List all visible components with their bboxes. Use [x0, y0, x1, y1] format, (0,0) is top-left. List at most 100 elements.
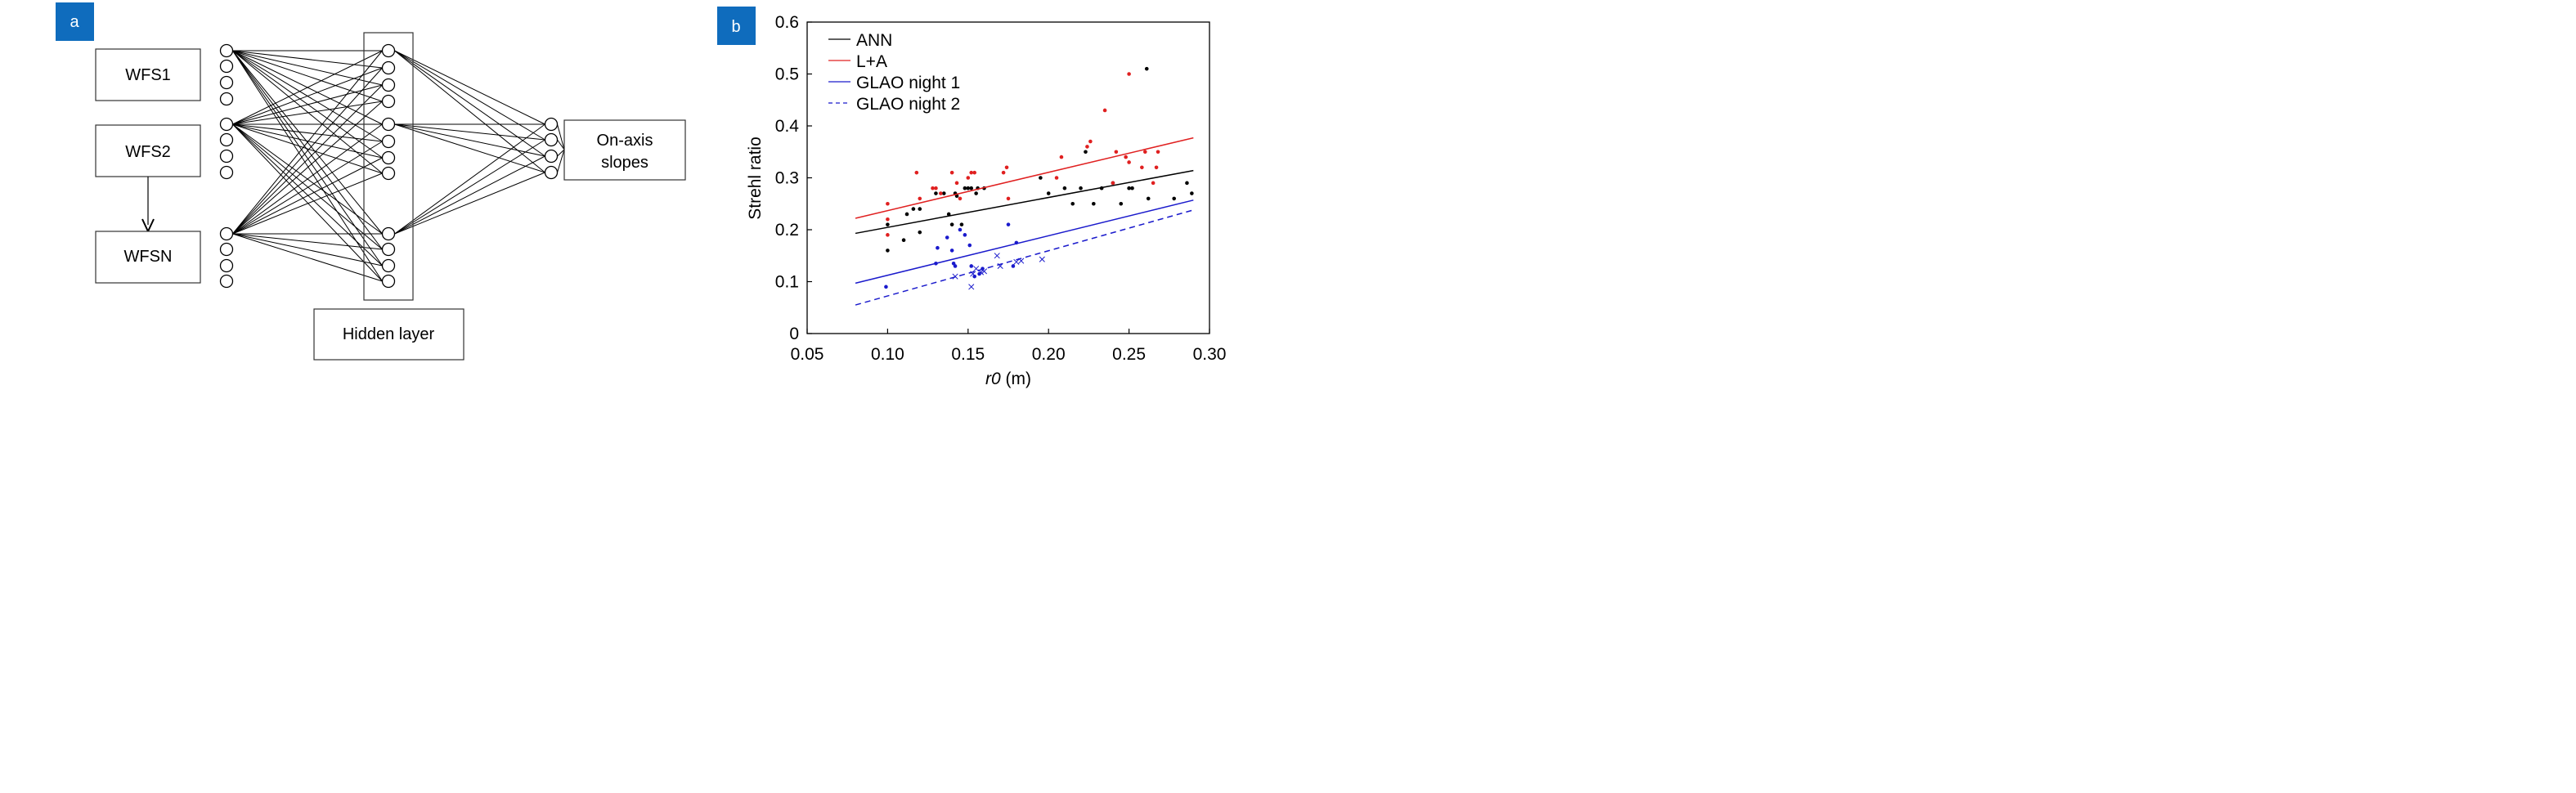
panel-a-badge	[56, 2, 94, 41]
point-l-a	[949, 170, 954, 175]
x-tick-label: 0.10	[871, 345, 904, 364]
connection-in0-hid11	[232, 50, 383, 282]
point-glao-night-1	[969, 264, 974, 268]
point-ann	[966, 186, 971, 190]
connection-in1-hid5	[232, 123, 383, 142]
connection-in2-hid10	[232, 233, 383, 267]
connection-in1-hid10	[232, 123, 383, 267]
connection-in1-hid6	[232, 123, 383, 159]
x-tick-label: 0.05	[791, 345, 824, 364]
point-l-a	[1006, 196, 1011, 201]
connection-hid8-out0	[394, 123, 545, 235]
input-node-0-1	[219, 59, 234, 74]
point-ann	[946, 212, 951, 217]
input-node-2-2	[219, 258, 234, 273]
connection-in0-hid10	[232, 50, 383, 267]
point-glao-night-2	[997, 262, 1003, 270]
connection-in2-hid1	[232, 67, 383, 235]
series-l-a	[855, 72, 1194, 237]
input-node-1-0	[219, 117, 234, 132]
point-l-a	[914, 170, 919, 175]
panel-a-badge-label: a	[70, 13, 79, 31]
point-l-a	[931, 186, 935, 190]
point-ann	[974, 191, 978, 195]
point-ann	[941, 191, 946, 195]
connection-in0-hid2	[232, 50, 383, 86]
connection-in1-hid3	[232, 101, 383, 125]
point-glao-night-2	[970, 271, 976, 277]
point-l-a	[1001, 170, 1006, 175]
figure-canvas: a WFS1 WFS2 WFSN Hidden layer On-axis sl…	[56, 2, 1226, 388]
point-l-a	[886, 201, 890, 206]
input-node-2-3	[219, 274, 234, 289]
legend-label-ann: ANN	[856, 31, 892, 50]
connection-in2-hid6	[232, 157, 383, 235]
wfsn-label: WFSN	[124, 248, 173, 266]
point-ann	[949, 222, 954, 226]
point-l-a	[958, 196, 963, 201]
connection-out3-box	[557, 149, 565, 173]
legend-label-glao-night-2: GLAO night 2	[856, 95, 960, 114]
x-tick-label: 0.15	[951, 345, 985, 364]
output-node-3	[544, 165, 559, 180]
point-ann	[1079, 186, 1083, 190]
point-l-a	[1154, 165, 1159, 170]
hidden-node-6	[381, 150, 396, 165]
fit-line-l-a	[855, 137, 1194, 219]
x-axis-label: r0 (m)	[985, 370, 1031, 388]
hidden-node-3	[381, 94, 396, 109]
x-tick-label: 0.25	[1112, 345, 1146, 364]
panel-a: a WFS1 WFS2 WFSN Hidden layer On-axis sl…	[56, 2, 686, 361]
point-l-a	[1151, 181, 1156, 186]
point-glao-night-1	[972, 274, 976, 279]
panel-b-badge-label: b	[731, 18, 740, 36]
point-ann	[1046, 191, 1051, 195]
connection-in0-hid1	[232, 50, 383, 69]
connection-hid4-out1	[394, 123, 545, 141]
connection-out0-box	[557, 123, 565, 150]
point-ann	[1070, 201, 1075, 206]
point-glao-night-1	[949, 249, 954, 253]
point-l-a	[1142, 150, 1147, 155]
point-glao-night-2	[1018, 258, 1025, 264]
point-ann	[1185, 181, 1189, 186]
y-tick-label: 0.3	[775, 169, 799, 188]
point-ann	[911, 207, 916, 211]
point-l-a	[1140, 165, 1144, 170]
y-tick-label: 0.5	[775, 65, 799, 84]
hidden-node-5	[381, 134, 396, 149]
connection-in0-hid3	[232, 50, 383, 102]
point-glao-night-2	[952, 273, 958, 280]
wfs2-label: WFS2	[125, 143, 171, 161]
hidden-node-7	[381, 166, 396, 181]
point-ann	[1190, 191, 1194, 195]
hidden-node-9	[381, 242, 396, 257]
connection-in1-hid11	[232, 123, 383, 282]
point-glao-night-2	[968, 284, 975, 290]
point-glao-night-2	[977, 269, 985, 276]
connection-in2-hid2	[232, 84, 383, 235]
y-tick-label: 0.4	[775, 117, 800, 136]
point-ann	[963, 186, 967, 190]
x-axis-label-var: r0	[985, 370, 1001, 388]
legend-label-glao-night-1: GLAO night 1	[856, 74, 960, 92]
output-box	[563, 119, 686, 181]
point-glao-night-1	[958, 227, 963, 232]
network-nodes	[219, 43, 559, 289]
point-l-a	[966, 176, 971, 180]
connection-in1-hid0	[232, 50, 383, 125]
point-ann	[1092, 201, 1096, 206]
connection-in1-hid1	[232, 67, 383, 125]
point-glao-night-2	[994, 253, 1000, 259]
connection-in2-hid0	[232, 50, 383, 235]
figure: a WFS1 WFS2 WFSN Hidden layer On-axis sl…	[0, 0, 1282, 396]
wfs2-box	[95, 124, 201, 177]
point-ann	[1084, 150, 1088, 155]
point-ann	[934, 191, 938, 195]
connection-hid4-out3	[394, 123, 545, 173]
point-ann	[904, 212, 909, 217]
output-node-1	[544, 132, 559, 147]
point-l-a	[1088, 139, 1093, 144]
connection-in0-hid9	[232, 50, 383, 250]
connection-in2-hid9	[232, 233, 383, 250]
